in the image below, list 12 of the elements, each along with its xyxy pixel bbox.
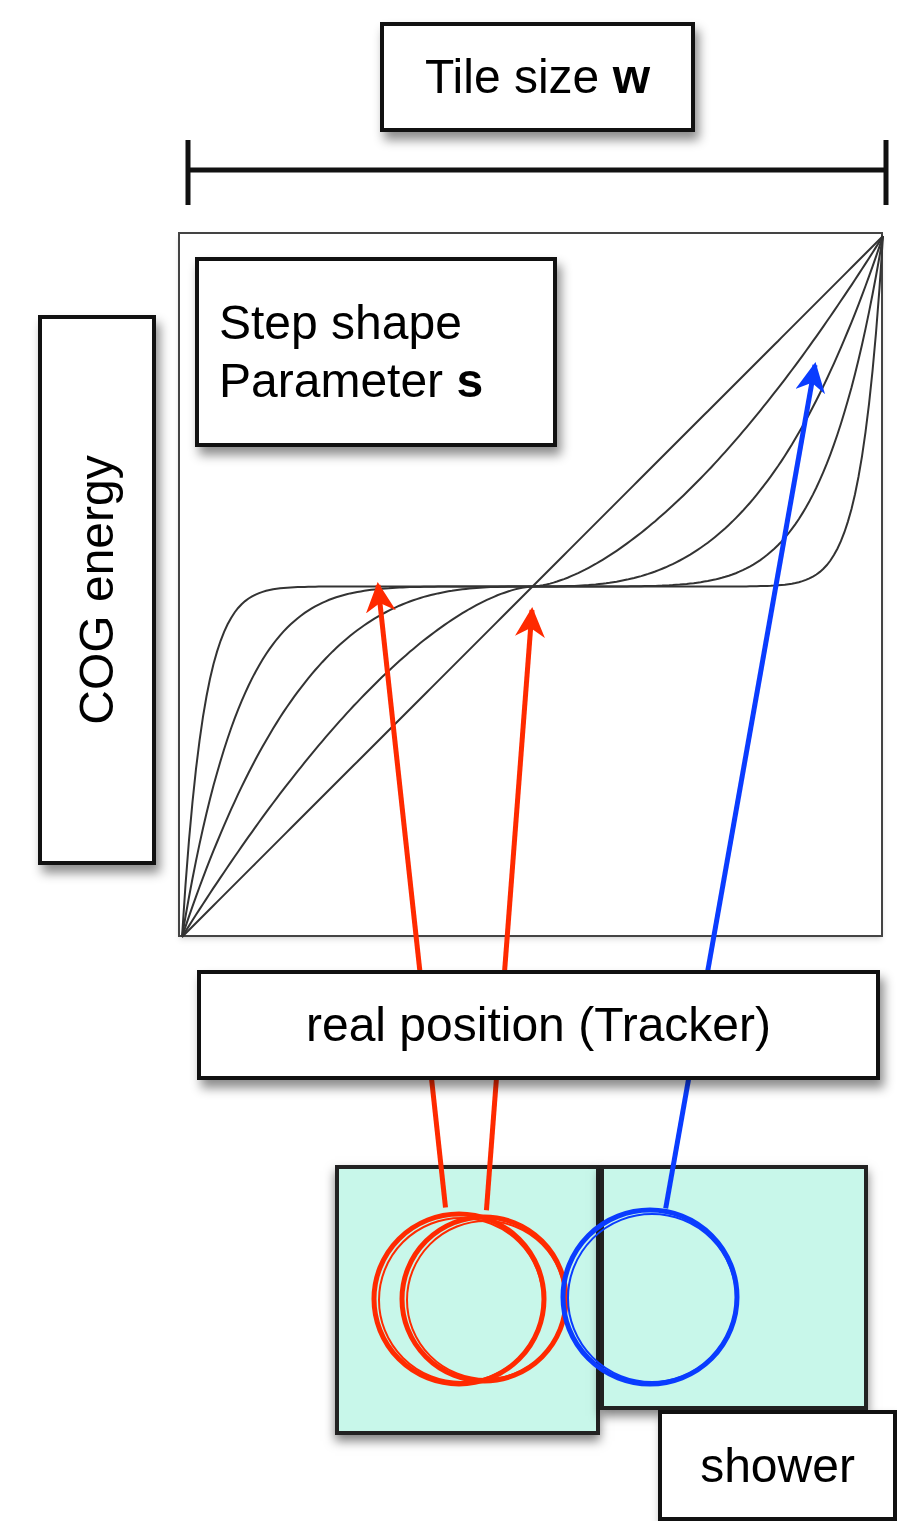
label-box <box>380 22 695 132</box>
label-text: real position (Tracker) <box>305 997 772 1054</box>
label-box <box>38 315 156 865</box>
detector-tile <box>335 1165 600 1435</box>
label-text: Step shape Parameter s <box>218 295 485 409</box>
axis-title: COG energy <box>69 455 125 725</box>
label-text: shower <box>699 1437 856 1494</box>
label-box <box>197 970 880 1080</box>
label-text: Tile size w <box>424 49 651 106</box>
label-box <box>195 257 557 447</box>
label-box <box>658 1410 897 1521</box>
detector-tile <box>600 1165 868 1410</box>
